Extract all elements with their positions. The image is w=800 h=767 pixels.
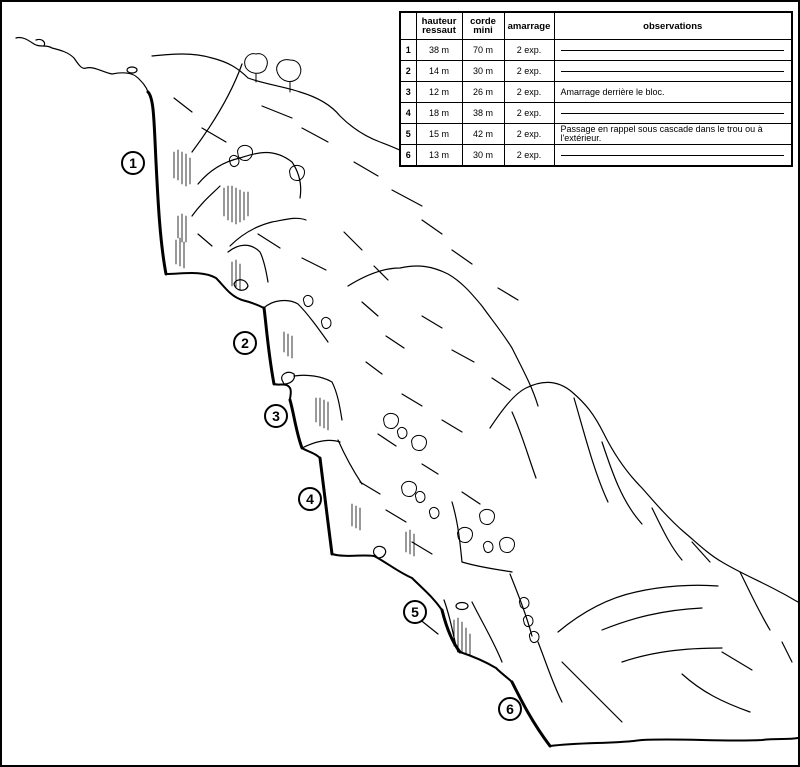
pitch-label-5: 5: [403, 600, 427, 624]
header-corde: corde mini: [461, 11, 505, 40]
rim-boulder: [126, 66, 138, 74]
trees: [229, 53, 540, 643]
cliff-pitch-4: [318, 456, 334, 556]
row-hauteur: 38 m: [415, 39, 463, 61]
row-hauteur: 13 m: [415, 144, 463, 167]
header-hauteur: hauteur ressaut: [415, 11, 463, 40]
row-hauteur: 12 m: [415, 81, 463, 103]
header-amarrage: amarrage: [503, 11, 555, 40]
row-amarrage: 2 exp.: [503, 123, 555, 145]
pitch-info-table: hauteur ressaut corde mini amarrage obse…: [399, 11, 793, 167]
row-amarrage: 2 exp.: [503, 102, 555, 124]
canyon-floor: [549, 737, 798, 747]
row-hauteur: 14 m: [415, 60, 463, 82]
observation-blank-line: [560, 49, 784, 51]
observation-blank-line: [560, 70, 784, 72]
row-corde: 70 m: [461, 39, 505, 61]
row-corde: 42 m: [461, 123, 505, 145]
cliff-pitch-2: [262, 306, 276, 386]
row-index: 4: [399, 102, 417, 124]
pitch-label-6: 6: [498, 697, 522, 721]
row-index: 2: [399, 60, 417, 82]
cliff-pitch-1: [146, 90, 168, 276]
observation-text: Amarrage derrière le bloc.: [560, 86, 665, 97]
middle-rock: [347, 265, 539, 407]
row-amarrage: 2 exp.: [503, 60, 555, 82]
rim-rock: [35, 38, 46, 47]
row-index: 1: [399, 39, 417, 61]
cliff-pitch-6: [510, 680, 552, 748]
row-observation: [553, 60, 793, 82]
row-index: 3: [399, 81, 417, 103]
row-corde: 26 m: [461, 81, 505, 103]
far-ridge: [489, 381, 798, 603]
row-index: 6: [399, 144, 417, 167]
row-observation: Amarrage derrière le bloc.: [553, 81, 793, 103]
ledge-4: [331, 553, 443, 611]
row-observation: [553, 102, 793, 124]
row-amarrage: 2 exp.: [503, 81, 555, 103]
row-observation: [553, 144, 793, 167]
ledge-1: [165, 272, 265, 309]
table-header-row: hauteur ressaut corde mini amarrage obse…: [399, 11, 793, 40]
cliff-pitch-5: [440, 608, 462, 654]
pitch-label-3: 3: [264, 404, 288, 428]
observation-text: Passage en rappel sous cascade dans le t…: [560, 124, 763, 143]
ledge-3: [301, 447, 321, 459]
pitch-label-2: 2: [233, 331, 257, 355]
row-hauteur: 15 m: [415, 123, 463, 145]
row-corde: 30 m: [461, 144, 505, 167]
row-observation: Passage en rappel sous cascade dans le t…: [553, 123, 793, 145]
row-amarrage: 2 exp.: [503, 39, 555, 61]
row-amarrage: 2 exp.: [503, 144, 555, 167]
header-observations: observations: [553, 11, 793, 40]
ledge-5: [459, 651, 513, 683]
ledge-2: [273, 383, 292, 401]
boulder-pitch-5: [455, 601, 469, 611]
observation-blank-line: [560, 154, 784, 156]
observation-blank-line: [560, 112, 784, 114]
row-index: 5: [399, 123, 417, 145]
top-rim: [15, 36, 149, 93]
boulder-ledge-4: [373, 545, 387, 559]
pitch-label-4: 4: [298, 487, 322, 511]
cliff-pitch-3: [288, 398, 304, 450]
row-corde: 30 m: [461, 60, 505, 82]
row-observation: [553, 39, 793, 61]
header-index: [399, 11, 417, 40]
pitch-label-1: 1: [121, 151, 145, 175]
row-corde: 38 m: [461, 102, 505, 124]
ridge-top: [151, 53, 423, 163]
row-hauteur: 18 m: [415, 102, 463, 124]
